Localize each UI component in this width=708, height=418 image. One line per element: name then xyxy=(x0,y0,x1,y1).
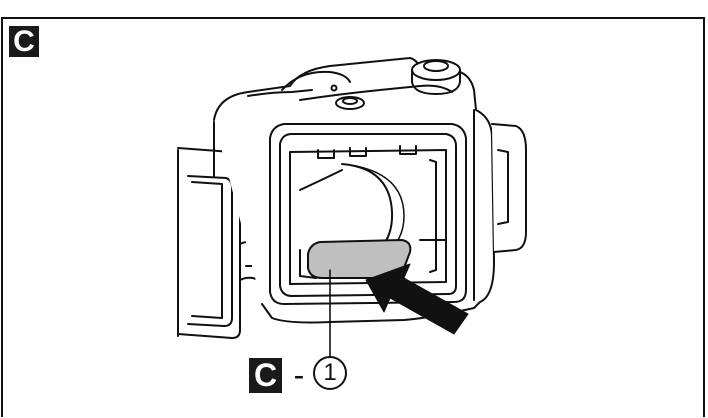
top-knob-right xyxy=(411,59,461,95)
side-latch xyxy=(491,123,527,253)
top-knob-center xyxy=(330,84,365,110)
lens-bump xyxy=(281,70,351,91)
figure-frame xyxy=(1,17,705,417)
callout-number-circle: 1 xyxy=(313,356,347,390)
callout-separator: - xyxy=(293,357,305,393)
step-badge: C xyxy=(9,26,39,57)
open-door xyxy=(177,147,241,339)
arrow-pointing-to-part-icon xyxy=(365,263,469,335)
callout-step-badge: C xyxy=(249,358,282,393)
inner-walls xyxy=(299,159,447,279)
